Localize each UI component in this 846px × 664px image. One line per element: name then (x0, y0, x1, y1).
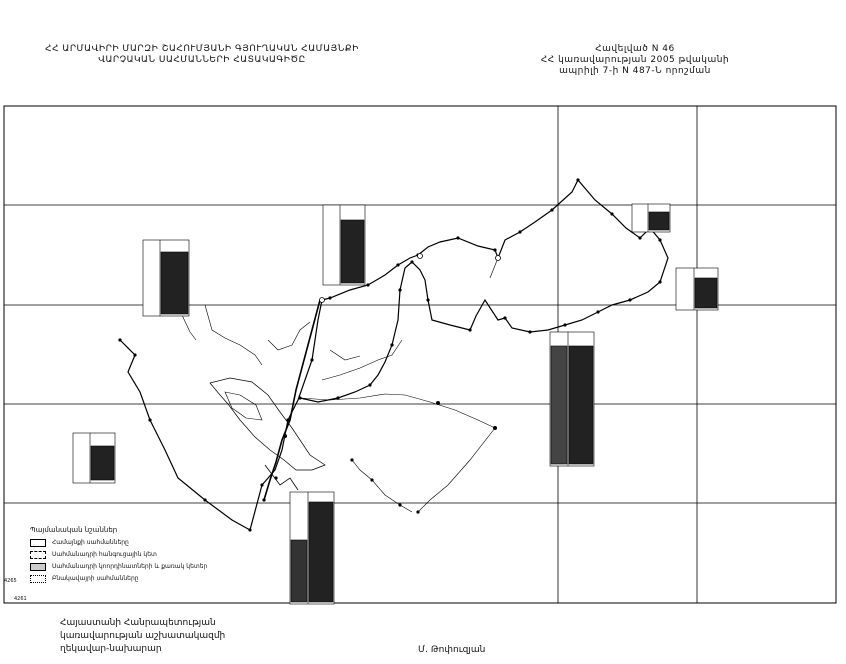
map-frame (3, 105, 837, 604)
footer-line-1: Հայաստանի Հանրապետության (60, 618, 216, 628)
appendix-line-3: ապրիլի 7-ի N 487-Ն որոշման (559, 66, 711, 76)
settlement-boundary (209, 377, 326, 471)
legend-item-settlement: Բնակավայրի սահմանները (30, 574, 207, 583)
coord-table-3 (631, 203, 671, 233)
coord-table-1 (142, 239, 190, 317)
coord-table-6 (72, 432, 116, 484)
legend-item-coords: Սահմանադրի կոորդինատների և քառակ կետեր (30, 562, 207, 571)
coord-table-5 (549, 331, 595, 467)
title-line-1: ՀՀ ԱՐՄԱՎԻՐԻ ՄԱՐԶԻ ՇԱՀՈՒՄՅԱՆԻ ԳՅՈՒՂԱԿԱՆ Հ… (45, 44, 359, 54)
appendix-header: Հավելված N 46 ՀՀ կառավարության 2005 թվակ… (520, 44, 750, 77)
legend-item-boundary: Համայնքի սահմանները (30, 538, 207, 547)
legend-title: Պայմանական նշաններ (30, 526, 118, 534)
appendix-line-2: ՀՀ կառավարության 2005 թվականի (540, 55, 730, 65)
coord-table-7 (289, 491, 335, 605)
settlement-symbol-icon (30, 574, 46, 583)
boundary-symbol-icon (30, 538, 46, 547)
grid-lines (4, 106, 836, 603)
boundary-nodes (118, 178, 662, 532)
legend-item-node: Սահմանադրի հանգուցային կետ (30, 550, 207, 559)
appendix-number: Հավելված N 46 (595, 44, 675, 54)
node-symbol-icon (30, 550, 46, 559)
legend-label: Սահմանադրի կոորդինատների և քառակ կետեր (52, 563, 208, 570)
legend-label: Համայնքի սահմանները (52, 539, 129, 546)
title-line-2: ՎԱՐՉԱԿԱՆ ՍԱՀՄԱՆՆԵՐԻ ՀԱՏԱԿԱԳԻԾԸ (98, 55, 306, 65)
bottom-label: 4261 (14, 596, 27, 602)
signatory-name: Մ. Թոփուզյան (418, 645, 486, 655)
document-title: ՀՀ ԱՐՄԱՎԻՐԻ ՄԱՐԶԻ ՇԱՀՈՒՄՅԱՆԻ ԳՅՈՒՂԱԿԱՆ Հ… (32, 44, 372, 66)
legend-label: Սահմանադրի հանգուցային կետ (52, 551, 157, 558)
junction-nodes (319, 225, 653, 303)
margin-label: 4265 (4, 578, 17, 584)
roads (181, 257, 499, 513)
coord-table-2 (322, 204, 366, 286)
footer-signatory-title: Հայաստանի Հանրապետության կառավարության ա… (60, 617, 225, 656)
coords-symbol-icon (30, 562, 46, 571)
map-legend: Պայմանական նշաններ Համայնքի սահմանները Ս… (30, 526, 207, 583)
coord-table-4 (675, 267, 719, 311)
settlement-inner (224, 391, 263, 421)
legend-label: Բնակավայրի սահմանները (52, 575, 139, 582)
footer-line-2: կառավարության աշխատակազմի (60, 631, 226, 641)
footer-line-3: ղեկավար-նախարար (60, 644, 162, 654)
